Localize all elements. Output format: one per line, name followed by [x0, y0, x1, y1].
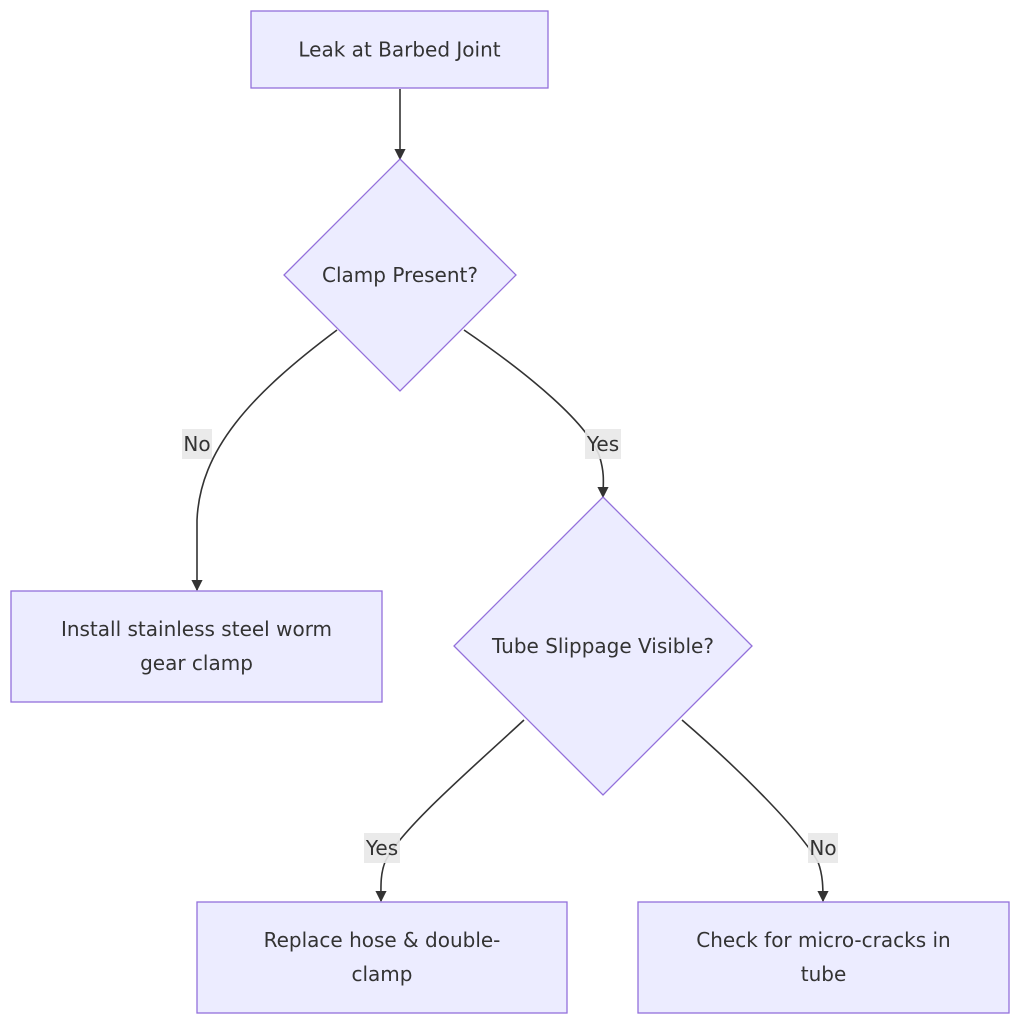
edge-label-clamp-no: No: [182, 429, 212, 459]
edge-label-slippage-yes: Yes: [364, 833, 400, 863]
edge-label-clamp-yes: Yes: [585, 429, 621, 459]
node-start: Leak at Barbed Joint: [250, 10, 549, 89]
edge-clamp-no: [191, 329, 338, 592]
node-install-clamp: Install stainless steel worm gear clamp: [10, 590, 383, 703]
node-replace-hose-label-line2: clamp: [352, 962, 413, 986]
edge-label-text: Yes: [365, 836, 398, 860]
edge-label-slippage-no: No: [808, 833, 838, 863]
node-check-cracks-label-line1: Check for micro-cracks in: [696, 928, 950, 952]
edge-clamp-yes: [463, 329, 609, 499]
node-check-cracks: Check for micro-cracks in tube: [637, 901, 1010, 1014]
node-replace-hose-label-line1: Replace hose & double-: [264, 928, 501, 952]
node-slippage-decision: Tube Slippage Visible?: [453, 496, 753, 796]
edge-slippage-no: [681, 719, 829, 903]
node-clamp-decision-label: Clamp Present?: [322, 263, 478, 287]
node-install-clamp-label-line2: gear clamp: [140, 651, 253, 675]
node-replace-hose: Replace hose & double- clamp: [196, 901, 568, 1014]
node-clamp-decision: Clamp Present?: [283, 158, 517, 392]
edge-label-text: Yes: [586, 432, 619, 456]
edge-slippage-yes: [375, 719, 525, 903]
node-start-label: Leak at Barbed Joint: [298, 38, 500, 62]
node-install-clamp-label-line1: Install stainless steel worm: [61, 617, 332, 641]
node-slippage-decision-label: Tube Slippage Visible?: [491, 634, 714, 658]
node-check-cracks-label-line2: tube: [801, 962, 847, 986]
edge-label-text: No: [183, 432, 210, 456]
edge-label-text: No: [809, 836, 836, 860]
